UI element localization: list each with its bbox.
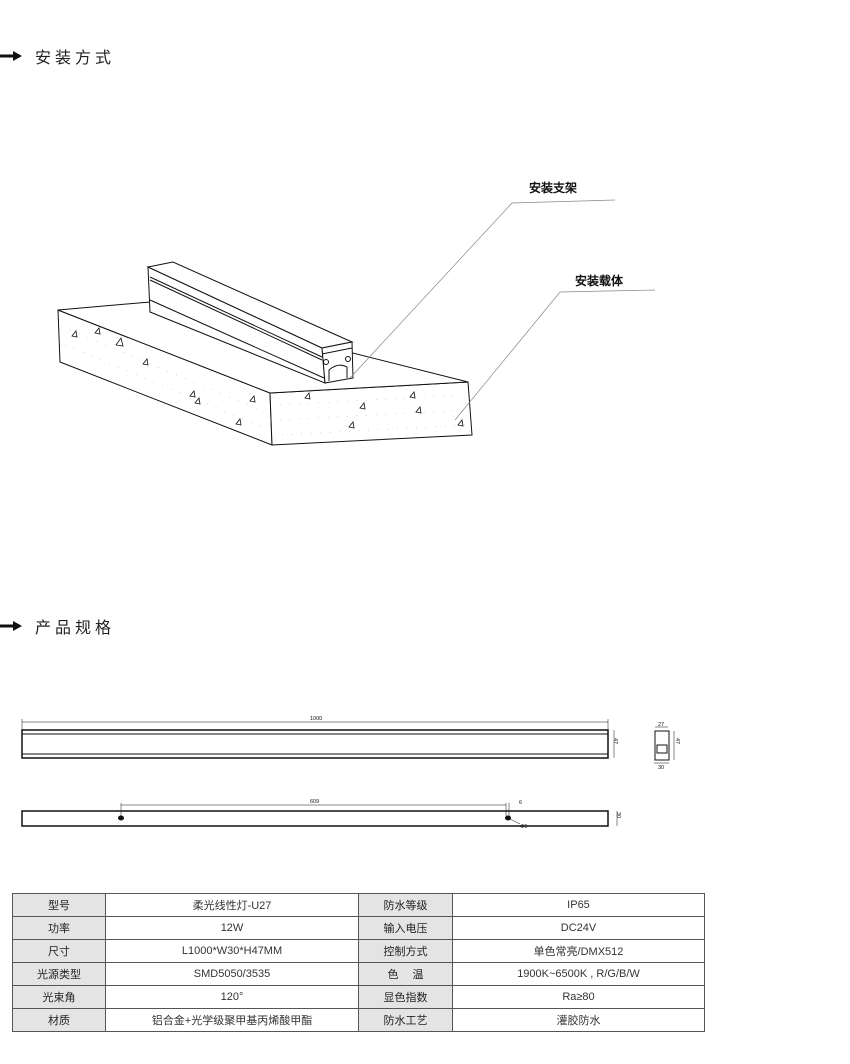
aggregate-marks: [71, 327, 464, 429]
bar-bottom-view: [21, 810, 609, 827]
leader-lines: [349, 199, 656, 421]
spec-label: 型号: [12, 893, 106, 917]
callout-carrier-label: 安装载体: [575, 273, 624, 288]
dim-height: 47: [612, 738, 618, 744]
spec-label: 显色指数: [358, 985, 453, 1009]
spec-value: 12W: [105, 916, 359, 940]
spec-value: IP65: [452, 893, 705, 917]
dim-hole-diameter: Φ5: [520, 824, 527, 830]
table-row: 材质铝合金+光学级聚甲基丙烯酸甲酯防水工艺灌胶防水: [12, 1008, 705, 1032]
dim-hole-spacing: 609: [310, 799, 319, 805]
section-heading-specs: 产品规格: [0, 614, 115, 638]
arrow-right-icon: [0, 621, 22, 631]
bar-side-view: [21, 729, 609, 759]
spec-label: 防水等级: [358, 893, 453, 917]
dim-width: 30: [615, 812, 621, 818]
spec-label: 光源类型: [12, 962, 106, 986]
dim-end-bottom: 30: [658, 765, 664, 771]
section-title: 产品规格: [35, 618, 116, 637]
section-title: 安装方式: [35, 48, 116, 67]
spec-value: 单色常亮/DMX512: [452, 939, 705, 963]
spec-label: 材质: [12, 1008, 106, 1032]
spec-value: 灌胶防水: [452, 1008, 705, 1032]
dim-end-height: 47: [674, 738, 680, 744]
dim-length: 1000: [310, 716, 322, 722]
dim-hole-offset: 6: [519, 800, 522, 806]
spec-value: L1000*W30*H47MM: [105, 939, 359, 963]
spec-label: 色 温: [358, 962, 453, 986]
spec-value: Ra≥80: [452, 985, 705, 1009]
spec-value: 铝合金+光学级聚甲基丙烯酸甲酯: [105, 1008, 359, 1032]
spec-label: 尺寸: [12, 939, 106, 963]
spec-label: 输入电压: [358, 916, 453, 940]
section-heading-installation: 安装方式: [0, 44, 115, 68]
spec-label: 控制方式: [358, 939, 453, 963]
mount-hole: [118, 815, 124, 821]
spec-value: 1900K~6500K , R/G/B/W: [452, 962, 705, 986]
spec-value: 120°: [105, 985, 359, 1009]
mount-hole: [505, 815, 511, 821]
spec-label: 功率: [12, 916, 106, 940]
spec-value: SMD5050/3535: [105, 962, 359, 986]
spec-value: 柔光线性灯-U27: [105, 893, 359, 917]
dimension-drawings: 1000 47 27 47 30 609 6 Φ5 30: [21, 716, 680, 830]
bar-end-view: [654, 730, 670, 761]
callout-bracket-label: 安装支架: [529, 180, 577, 195]
arrow-right-icon: [0, 51, 22, 61]
installation-diagram: 安装支架 安装载体: [57, 180, 656, 446]
dim-end-top: 27: [658, 722, 664, 728]
light-bar-3d: [146, 261, 354, 384]
spec-value: DC24V: [452, 916, 705, 940]
spec-label: 光束角: [12, 985, 106, 1009]
spec-label: 防水工艺: [358, 1008, 453, 1032]
